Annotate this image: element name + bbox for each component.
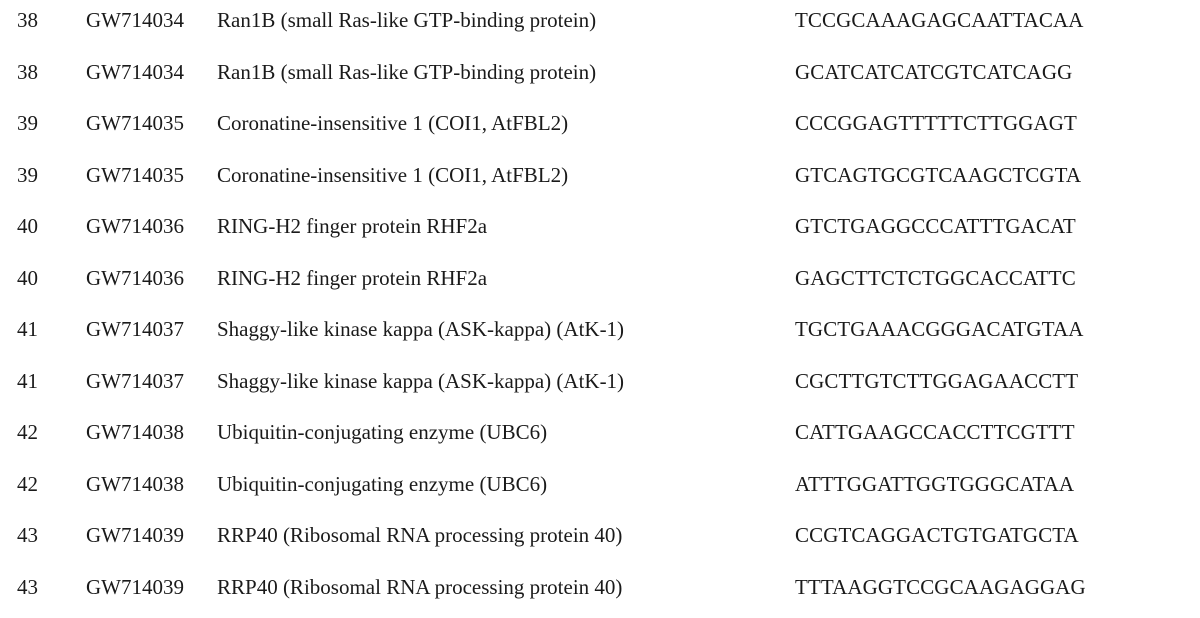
table-row: 41 GW714037 Shaggy-like kinase kappa (AS… xyxy=(0,309,1200,360)
accession-id: GW714035 xyxy=(86,111,184,135)
accession-id: GW714038 xyxy=(86,420,184,444)
table-row: 42 GW714038 Ubiquitin-conjugating enzyme… xyxy=(0,464,1200,515)
row-number: 40 xyxy=(17,214,38,238)
gene-description: Shaggy-like kinase kappa (ASK-kappa) (At… xyxy=(217,368,625,393)
table-row: 40 GW714036 RING-H2 finger protein RHF2a… xyxy=(0,258,1200,309)
row-number: 38 xyxy=(17,8,38,32)
row-number: 38 xyxy=(17,59,38,84)
row-number: 42 xyxy=(17,471,38,496)
row-number: 42 xyxy=(17,420,38,444)
row-number: 39 xyxy=(17,162,38,187)
primer-sequence: CCGTCAGGACTGTGATGCTA xyxy=(795,523,1079,547)
accession-id: GW714038 xyxy=(86,471,184,496)
accession-id: GW714039 xyxy=(86,574,184,599)
primer-sequence: CATTGAAGCCACCTTCGTTT xyxy=(795,420,1075,444)
gene-description: Shaggy-like kinase kappa (ASK-kappa) (At… xyxy=(217,317,625,341)
gene-description: Ran1B (small Ras-like GTP-binding protei… xyxy=(217,59,597,84)
table-row: 39 GW714035 Coronatine-insensitive 1 (CO… xyxy=(0,103,1200,154)
table-row: 39 GW714035 Coronatine-insensitive 1 (CO… xyxy=(0,155,1200,206)
table-row: 40 GW714036 RING-H2 finger protein RHF2a… xyxy=(0,206,1200,257)
primer-sequence: GTCTGAGGCCCATTTGACAT xyxy=(795,214,1076,238)
accession-id: GW714036 xyxy=(86,214,184,238)
gene-description: Coronatine-insensitive 1 (COI1, AtFBL2) xyxy=(217,111,569,135)
row-number: 41 xyxy=(17,368,38,393)
row-number: 40 xyxy=(17,265,38,290)
table-row: 42 GW714038 Ubiquitin-conjugating enzyme… xyxy=(0,412,1200,463)
accession-id: GW714037 xyxy=(86,317,184,341)
gene-description: RING-H2 finger protein RHF2a xyxy=(217,265,488,290)
gene-description: Ubiquitin-conjugating enzyme (UBC6) xyxy=(217,471,548,496)
table-row: 41 GW714037 Shaggy-like kinase kappa (AS… xyxy=(0,361,1200,412)
gene-description: RRP40 (Ribosomal RNA processing protein … xyxy=(217,523,623,547)
gene-description: Ubiquitin-conjugating enzyme (UBC6) xyxy=(217,420,548,444)
primer-sequence: TCCGCAAAGAGCAATTACAA xyxy=(795,8,1084,32)
accession-id: GW714035 xyxy=(86,162,184,187)
gene-description: RRP40 (Ribosomal RNA processing protein … xyxy=(217,574,623,599)
accession-id: GW714036 xyxy=(86,265,184,290)
primer-sequence: CGCTTGTCTTGGAGAACCTT xyxy=(795,368,1079,393)
accession-id: GW714034 xyxy=(86,59,184,84)
primer-sequence: ATTTGGATTGGTGGGCATAA xyxy=(795,471,1075,496)
row-number: 39 xyxy=(17,111,38,135)
table-row: 38 GW714034 Ran1B (small Ras-like GTP-bi… xyxy=(0,0,1200,51)
accession-id: GW714034 xyxy=(86,8,184,32)
table-row: 43 GW714039 RRP40 (Ribosomal RNA process… xyxy=(0,567,1200,614)
primer-sequence: TGCTGAAACGGGACATGTAA xyxy=(795,317,1084,341)
gene-description: Coronatine-insensitive 1 (COI1, AtFBL2) xyxy=(217,162,569,187)
row-number: 41 xyxy=(17,317,38,341)
gene-description: Ran1B (small Ras-like GTP-binding protei… xyxy=(217,8,597,32)
primer-sequence: TTTAAGGTCCGCAAGAGGAG xyxy=(795,574,1086,599)
row-number: 43 xyxy=(17,523,38,547)
primer-sequence: GAGCTTCTCTGGCACCATTC xyxy=(795,265,1076,290)
primer-sequence: CCCGGAGTTTTTCTTGGAGT xyxy=(795,111,1077,135)
table-row: 43 GW714039 RRP40 (Ribosomal RNA process… xyxy=(0,515,1200,566)
gene-description: RING-H2 finger protein RHF2a xyxy=(217,214,488,238)
primer-sequence: GTCAGTGCGTCAAGCTCGTA xyxy=(795,162,1082,187)
accession-id: GW714039 xyxy=(86,523,184,547)
table-row: 38 GW714034 Ran1B (small Ras-like GTP-bi… xyxy=(0,52,1200,103)
row-number: 43 xyxy=(17,574,38,599)
primer-sequence: GCATCATCATCGTCATCAGG xyxy=(795,59,1073,84)
accession-id: GW714037 xyxy=(86,368,184,393)
